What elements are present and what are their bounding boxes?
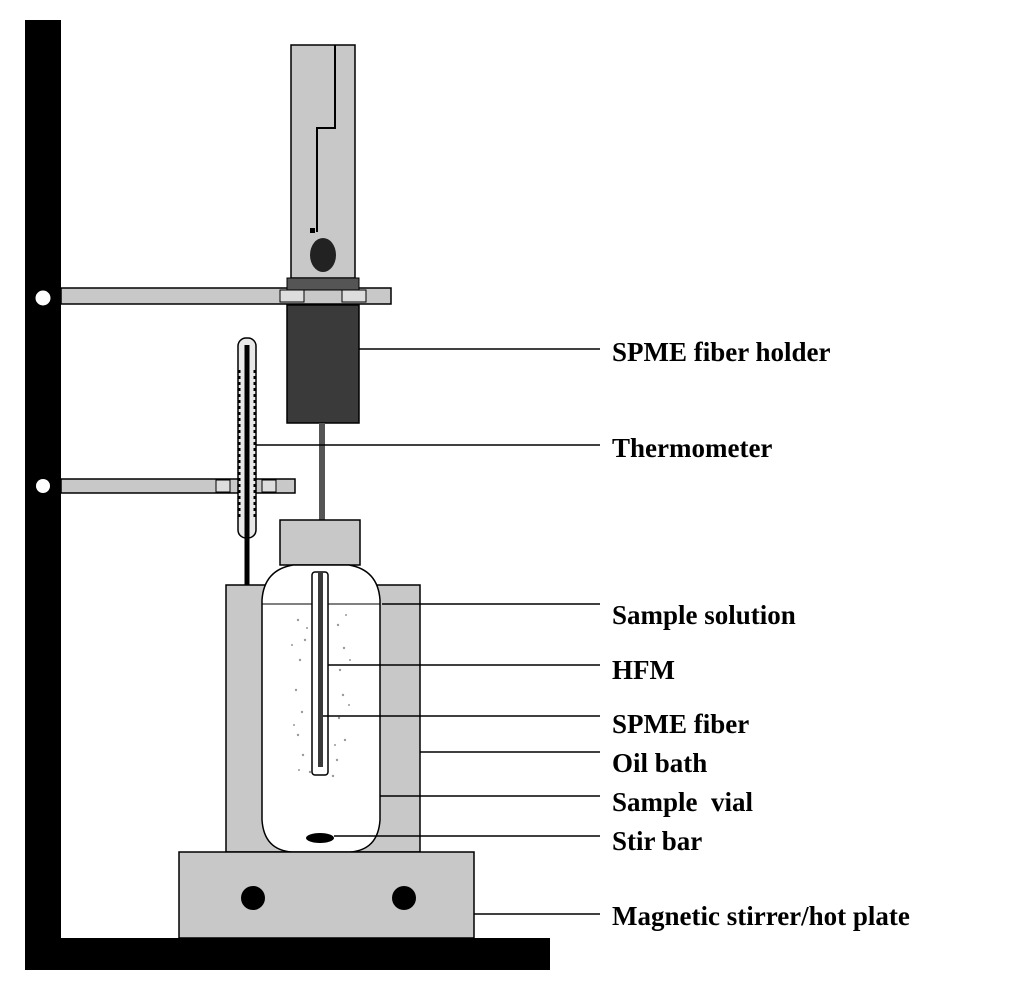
holder-plunger-knob: [310, 238, 336, 272]
stirrer-knob-left: [241, 886, 265, 910]
stand-pole: [25, 20, 61, 970]
label-magnetic-stirrer: Magnetic stirrer/hot plate: [612, 901, 910, 931]
spme-fiber-rod: [318, 572, 323, 767]
magnetic-stirrer-hot-plate: [178, 851, 475, 939]
thermometer: [237, 337, 257, 820]
label-sample-solution: Sample solution: [612, 600, 796, 630]
label-stir-bar: Stir bar: [612, 826, 702, 856]
label-spme-fiber-holder: SPME fiber holder: [612, 337, 831, 367]
lower-clamp-screw: [36, 479, 50, 493]
label-thermometer: Thermometer: [612, 433, 772, 463]
holder-dark-block: [286, 304, 360, 424]
label-hfm: HFM: [612, 655, 675, 685]
solution-speckle: [291, 614, 351, 778]
label-oil-bath: Oil bath: [612, 748, 707, 778]
holder-needle: [319, 423, 325, 520]
upper-clamp-screw: [35, 290, 51, 306]
label-spme-fiber: SPME fiber: [612, 709, 749, 739]
stand-base: [25, 938, 550, 970]
upper-clamp-arm: [35, 287, 392, 306]
stir-bar: [306, 833, 334, 843]
label-sample-vial: Sample vial: [612, 787, 754, 817]
lower-clamp-arm: [36, 478, 296, 494]
vial-cap: [279, 519, 361, 566]
leader-lines: [256, 348, 600, 915]
sample-vial: [261, 564, 381, 853]
spme-fiber-holder: [286, 44, 360, 520]
stirrer-knob-right: [392, 886, 416, 910]
retort-stand: [25, 20, 550, 970]
